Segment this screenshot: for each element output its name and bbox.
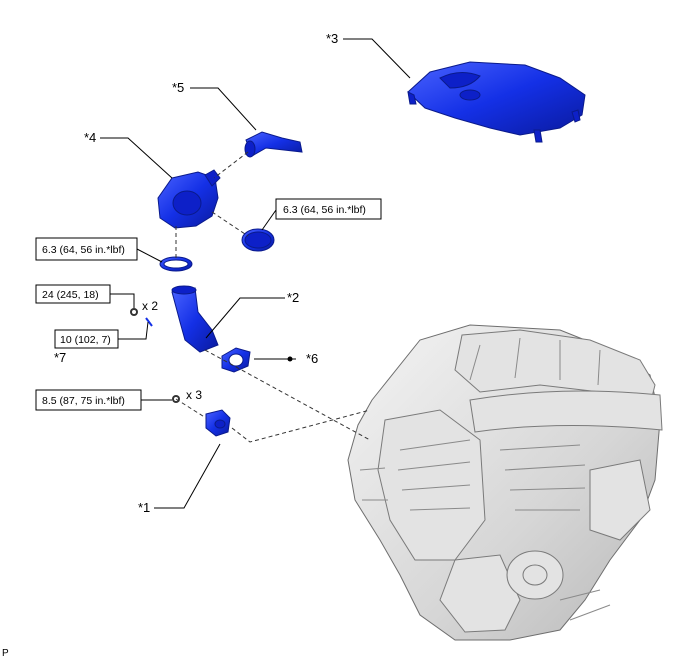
torque-box-2: 6.3 (64, 56 in.*lbf)	[35, 237, 138, 261]
leader-lines	[100, 38, 411, 509]
callout-label: *4	[84, 130, 96, 145]
stud-icon	[145, 317, 153, 327]
torque-label: 6.3 (64, 56 in.*lbf)	[42, 244, 125, 256]
callout-label: *5	[172, 80, 184, 95]
torque-label: 8.5 (87, 75 in.*lbf)	[42, 395, 125, 407]
callout-label: *3	[326, 31, 338, 46]
intake-pipe-part	[171, 285, 219, 353]
bracket-part	[205, 409, 231, 437]
air-hose-part	[244, 131, 303, 158]
hose-clamp-upper	[241, 228, 275, 252]
callout-label: *6	[306, 351, 318, 366]
callout-label: *7	[54, 350, 66, 365]
torque-box-1: 6.3 (64, 56 in.*lbf)	[275, 198, 382, 220]
assembly-lines	[175, 151, 371, 443]
gasket-part	[221, 347, 251, 373]
engine-cover-part	[407, 61, 586, 143]
torque-label: 6.3 (64, 56 in.*lbf)	[283, 204, 366, 216]
inlet-elbow-part	[157, 169, 221, 229]
hose-clamp-lower	[159, 256, 193, 272]
quantity-label: x 2	[142, 299, 158, 313]
bolt-icon	[130, 308, 138, 316]
engine-assembly	[347, 324, 663, 641]
callout-label: *2	[287, 290, 299, 305]
torque-box-3: 24 (245, 18)	[35, 284, 111, 304]
footer-code: P	[2, 648, 9, 658]
torque-box-4: 10 (102, 7)	[54, 329, 119, 349]
quantity-label: x 3	[186, 388, 202, 402]
torque-box-5: 8.5 (87, 75 in.*lbf)	[35, 389, 142, 411]
torque-label: 10 (102, 7)	[60, 334, 111, 346]
callout-label: *1	[138, 500, 150, 515]
torque-label: 24 (245, 18)	[42, 289, 99, 301]
